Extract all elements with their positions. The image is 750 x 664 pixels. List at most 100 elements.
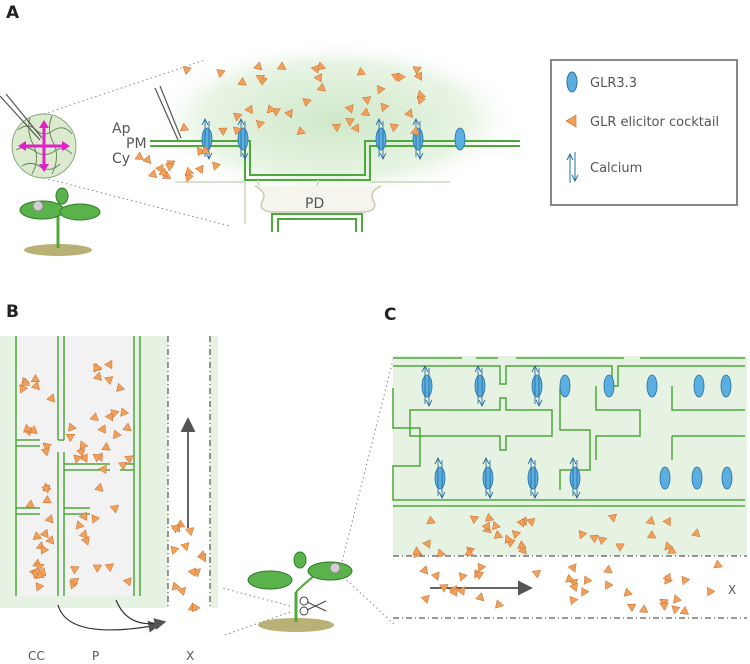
elicitor-triangle-icon xyxy=(419,565,429,575)
elicitor-triangle-icon xyxy=(430,571,440,581)
elicitor-triangle-icon xyxy=(597,536,608,546)
elicitor-triangle-icon xyxy=(567,563,577,573)
xylem-walls-b xyxy=(167,336,211,608)
elicitor-triangle-icon xyxy=(92,453,103,463)
glr-channel-icon xyxy=(691,466,703,490)
elicitor-triangle-icon xyxy=(458,572,468,582)
glr-channel-icon xyxy=(559,374,571,398)
elicitor-triangle-icon xyxy=(569,596,579,606)
elicitor-triangle-icon xyxy=(182,66,192,76)
elicitor-triangle-icon xyxy=(331,123,342,133)
elicitor-triangle-icon xyxy=(116,382,126,392)
elicitor-triangle-icon xyxy=(413,71,422,81)
elicitor-triangle-icon xyxy=(707,586,716,597)
micropipette-icon xyxy=(0,93,43,141)
elicitor-triangle-icon xyxy=(310,64,320,74)
elicitor-triangle-icon xyxy=(158,167,168,177)
elicitor-triangle-icon xyxy=(421,539,431,549)
elicitor-triangle-icon xyxy=(78,529,88,539)
elicitor-triangle-icon xyxy=(76,448,86,458)
elicitors-b xyxy=(19,359,207,613)
glr-channel-icon xyxy=(693,374,705,398)
elicitor-triangle-icon xyxy=(122,422,132,432)
elicitor-triangle-icon xyxy=(410,126,420,136)
elicitor-triangle-icon xyxy=(185,166,195,177)
calcium-arrow-icon xyxy=(482,456,494,500)
legend-box xyxy=(550,59,738,206)
elicitor-triangle-icon xyxy=(380,102,390,113)
xylem-walls-c xyxy=(393,555,747,619)
elicitor-triangle-icon xyxy=(35,563,45,572)
elicitor-triangle-icon xyxy=(589,534,599,544)
elicitors-c xyxy=(412,512,723,615)
elicitor-triangle-icon xyxy=(104,563,114,573)
elicitor-triangle-icon xyxy=(70,566,80,575)
elicitor-triangle-icon xyxy=(93,363,102,373)
elicitor-triangle-icon xyxy=(266,104,276,114)
loading-arrow-p xyxy=(115,599,167,630)
elicitor-triangle-icon xyxy=(481,521,490,532)
elicitor-triangle-icon xyxy=(124,455,134,465)
elicitor-triangle-icon xyxy=(495,599,505,609)
elicitor-triangle-icon xyxy=(244,104,253,115)
channels-c xyxy=(421,364,733,500)
glr-channel-icon xyxy=(721,466,733,490)
elicitor-triangle-icon xyxy=(477,562,487,573)
elicitor-triangle-icon xyxy=(32,531,43,540)
elicitor-triangle-icon xyxy=(377,84,386,95)
elicitor-triangle-icon xyxy=(276,61,287,70)
elicitor-triangle-icon xyxy=(44,514,54,524)
elicitor-triangle-icon xyxy=(67,422,77,432)
elicitor-triangle-icon xyxy=(194,164,204,175)
elicitor-triangle-icon xyxy=(233,112,243,122)
elicitor-triangle-icon xyxy=(165,163,175,172)
loading-arrow-cc xyxy=(57,604,161,633)
elicitor-triangle-icon xyxy=(417,95,427,105)
elicitor-triangle-icon xyxy=(23,423,33,433)
calcium-arrow-icon xyxy=(434,456,446,500)
glr-channel-icon xyxy=(421,374,433,398)
elicitor-triangle-icon xyxy=(691,528,701,538)
panel-label-a: A xyxy=(6,3,20,23)
elicitor-triangle-icon xyxy=(426,515,436,525)
elicitor-triangle-icon xyxy=(420,594,430,604)
elicitor-triangle-icon xyxy=(578,529,588,540)
glr-channel-icon xyxy=(201,127,213,151)
elicitor-triangle-icon xyxy=(662,572,672,582)
elicitor-triangle-icon xyxy=(313,73,322,83)
elicitor-triangle-icon xyxy=(80,536,90,546)
elicitor-triangle-icon xyxy=(201,145,211,155)
elicitor-triangle-icon xyxy=(607,513,618,523)
elicitor-triangle-icon xyxy=(296,126,306,136)
cell-walls-c xyxy=(392,357,745,507)
elicitor-triangle-icon xyxy=(350,123,360,133)
elicitor-triangle-icon xyxy=(302,98,312,108)
elicitor-triangle-icon xyxy=(41,484,51,494)
elicitor-triangle-icon xyxy=(456,586,466,596)
elicitor-triangle-icon xyxy=(360,107,371,117)
label-p: P xyxy=(92,649,99,663)
elicitor-triangle-icon xyxy=(79,440,89,450)
panel-label-b: B xyxy=(6,302,19,322)
label-pd: PD xyxy=(305,196,324,212)
elicitor-triangle-icon xyxy=(474,571,485,580)
elicitor-triangle-icon xyxy=(40,545,50,555)
elicitor-triangle-icon xyxy=(92,564,103,573)
elicitor-triangle-icon xyxy=(184,527,195,537)
elicitor-triangle-icon xyxy=(109,504,120,514)
elicitor-triangle-icon xyxy=(113,429,122,440)
calcium-arrow-icon xyxy=(531,364,543,408)
elicitor-triangle-icon xyxy=(569,582,579,593)
elicitor-triangle-icon xyxy=(389,123,400,133)
calcium-arrow-icon xyxy=(412,117,424,161)
elicitor-triangle-icon xyxy=(464,547,474,557)
elicitor-triangle-icon xyxy=(603,564,613,574)
elicitor-triangle-icon xyxy=(142,154,152,164)
label-cc: CC xyxy=(28,649,45,663)
elicitor-triangle-icon xyxy=(103,359,113,370)
plasmodesma-pd xyxy=(254,185,382,213)
elicitor-triangle-icon xyxy=(28,425,38,435)
elicitor-triangle-icon xyxy=(671,605,681,615)
elicitor-triangle-icon xyxy=(110,409,120,419)
elicitor-triangle-icon xyxy=(177,586,187,597)
